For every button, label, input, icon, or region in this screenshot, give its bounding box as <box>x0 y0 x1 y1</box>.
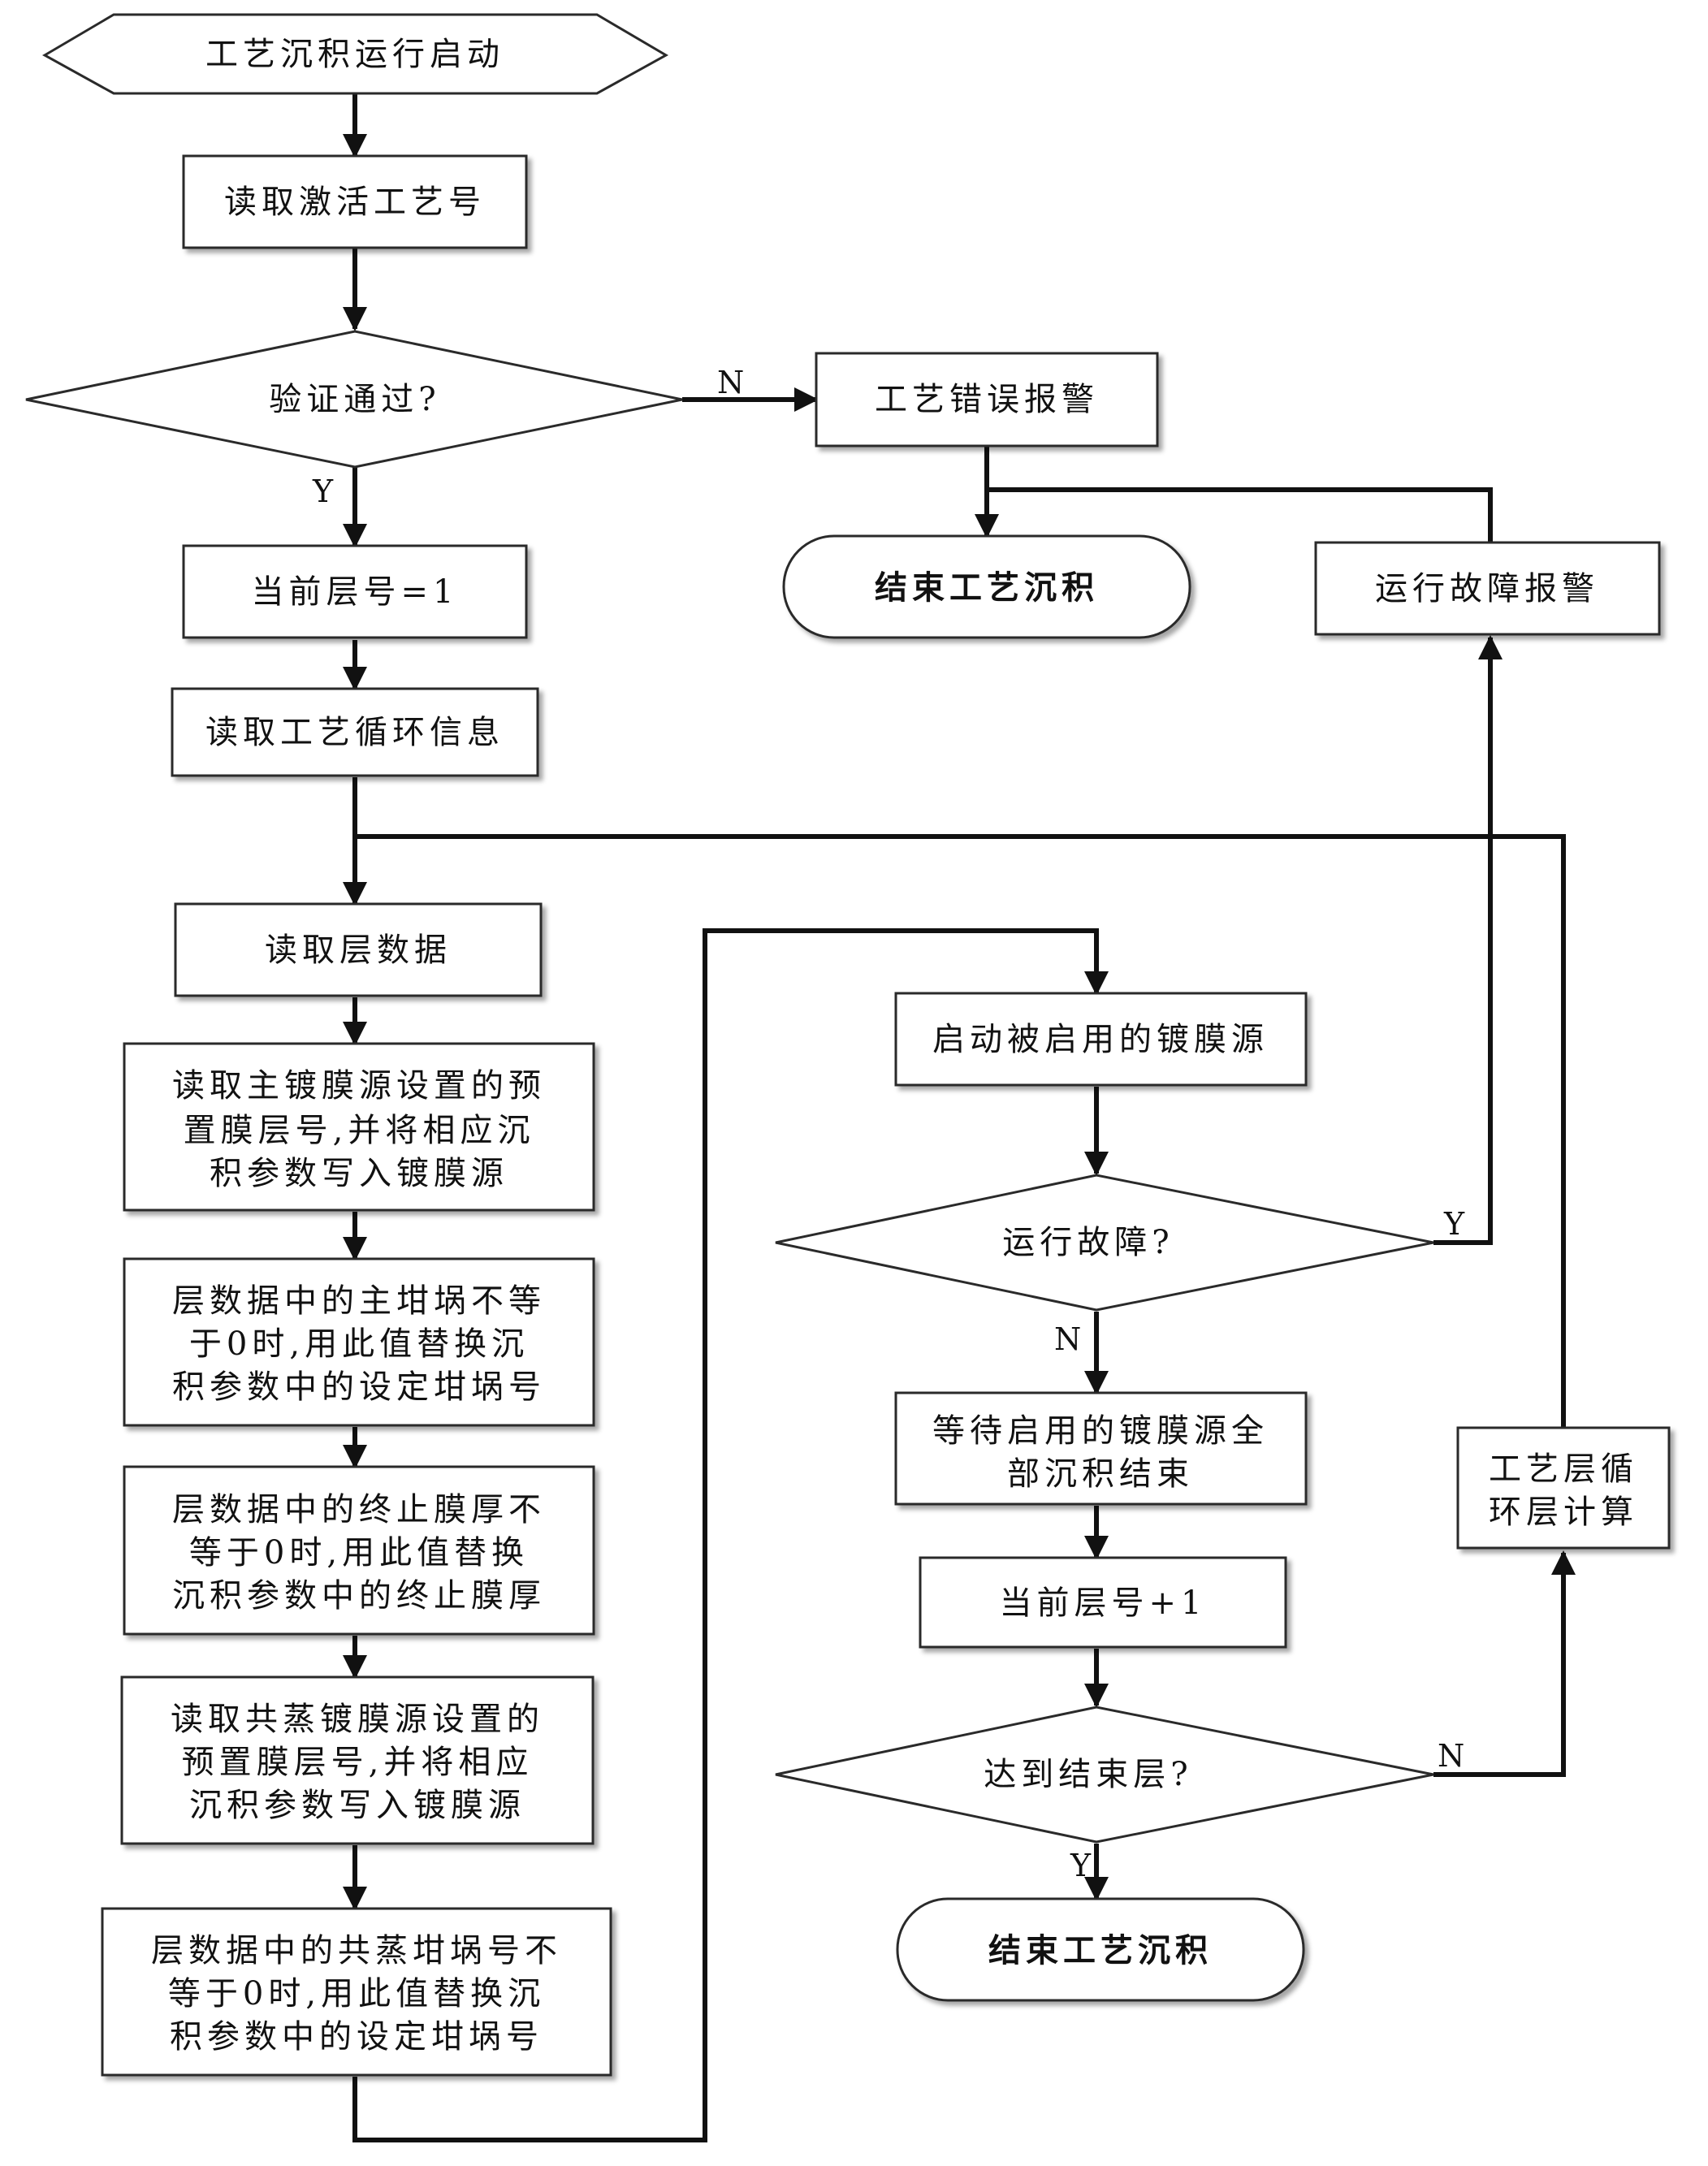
main-crucible-line-3: 积参数中的设定坩埚号 <box>172 1368 546 1406</box>
cycle-calc-line-2: 环层计算 <box>1489 1494 1638 1531</box>
stop-thickness-line-1: 层数据中的终止膜厚不 <box>172 1491 546 1528</box>
wait-done-line-2: 部沉积结束 <box>1007 1455 1194 1493</box>
connector-reach-end-no-to-cycle-calc <box>1433 1550 1576 1777</box>
stop-thickness-line-2: 等于0时,用此值替换 <box>189 1534 529 1572</box>
end-no-label: N <box>1438 1738 1464 1774</box>
node-read-layer: 读取层数据 <box>174 902 543 997</box>
coevap-crucible-line-3: 积参数中的设定坩埚号 <box>170 2018 543 2056</box>
node-error-alarm: 工艺错误报警 <box>815 352 1159 447</box>
reach-end-label: 达到结束层? <box>984 1756 1192 1793</box>
node-stop-thickness: 层数据中的终止膜厚不 等于0时,用此值替换 沉积参数中的终止膜厚 <box>123 1465 595 1636</box>
edge-labels: N Y Y N N Y <box>312 365 1465 1883</box>
node-read-cycle: 读取工艺循环信息 <box>171 687 539 777</box>
connector-coevap-crucible-to-start-sources <box>352 928 1109 2142</box>
run-fault-label: 运行故障? <box>1002 1224 1174 1261</box>
main-source-line-2: 置膜层号,并将相应沉 <box>184 1112 535 1149</box>
connector-run-fault-yes-to-fault-alarm <box>1433 635 1503 1245</box>
node-fault-alarm: 运行故障报警 <box>1314 541 1661 636</box>
coevap-source-line-3: 沉积参数写入镀膜源 <box>189 1787 525 1824</box>
verify-label: 验证通过? <box>269 381 440 418</box>
node-wait-done: 等待启用的镀膜源全 部沉积结束 <box>894 1391 1308 1506</box>
layer-init-label: 当前层号=1 <box>252 573 459 611</box>
start-label: 工艺沉积运行启动 <box>205 36 504 73</box>
start-sources-label: 启动被启用的镀膜源 <box>932 1021 1269 1058</box>
node-verify: 验证通过? <box>25 330 683 469</box>
end-bottom-label: 结束工艺沉积 <box>988 1931 1213 1969</box>
connectors <box>343 93 1576 2142</box>
stop-thickness-line-3: 沉积参数中的终止膜厚 <box>172 1577 546 1615</box>
verify-yes-label: Y <box>312 473 334 509</box>
cycle-calc-line-1: 工艺层循 <box>1489 1450 1638 1488</box>
coevap-crucible-line-2: 等于0时,用此值替换沉 <box>168 1975 545 2013</box>
node-start: 工艺沉积运行启动 <box>41 13 669 95</box>
fault-no-label: N <box>1054 1321 1081 1357</box>
main-crucible-line-1: 层数据中的主坩埚不等 <box>172 1282 546 1320</box>
node-end-bottom: 结束工艺沉积 <box>896 1897 1305 2002</box>
node-read-active: 读取激活工艺号 <box>182 154 528 249</box>
main-source-line-3: 积参数写入镀膜源 <box>210 1155 508 1192</box>
node-layer-init: 当前层号=1 <box>182 544 528 639</box>
fault-yes-label: Y <box>1443 1206 1465 1242</box>
end-top-label: 结束工艺沉积 <box>875 569 1099 607</box>
read-active-label: 读取激活工艺号 <box>224 184 486 221</box>
end-yes-label: Y <box>1070 1848 1092 1883</box>
coevap-source-line-2: 预置膜层号,并将相应 <box>182 1744 534 1781</box>
node-cycle-calc: 工艺层循 环层计算 <box>1456 1426 1671 1550</box>
node-coevap-crucible: 层数据中的共蒸坩埚号不 等于0时,用此值替换沉 积参数中的设定坩埚号 <box>101 1907 612 2077</box>
node-start-sources: 启动被启用的镀膜源 <box>894 992 1308 1087</box>
node-layer-inc: 当前层号+1 <box>919 1556 1287 1649</box>
coevap-source-line-1: 读取共蒸镀膜源设置的 <box>171 1701 544 1738</box>
layer-inc-label: 当前层号+1 <box>1000 1585 1207 1622</box>
connector-cycle-calc-loop-back <box>355 834 1566 1428</box>
node-coevap-source: 读取共蒸镀膜源设置的 预置膜层号,并将相应 沉积参数写入镀膜源 <box>120 1675 595 1845</box>
error-alarm-label: 工艺错误报警 <box>875 381 1099 418</box>
read-cycle-label: 读取工艺循环信息 <box>205 714 504 751</box>
wait-done-line-1: 等待启用的镀膜源全 <box>932 1412 1269 1450</box>
node-main-source: 读取主镀膜源设置的预 置膜层号,并将相应沉 积参数写入镀膜源 <box>123 1042 595 1212</box>
node-run-fault: 运行故障? <box>775 1174 1434 1312</box>
read-layer-label: 读取层数据 <box>265 932 452 969</box>
verify-no-label: N <box>717 365 744 400</box>
main-source-line-1: 读取主镀膜源设置的预 <box>172 1067 546 1105</box>
node-main-crucible: 层数据中的主坩埚不等 于0时,用此值替换沉 积参数中的设定坩埚号 <box>123 1257 595 1427</box>
connector-fault-alarm-to-end-top <box>987 487 1493 543</box>
fault-alarm-label: 运行故障报警 <box>1375 570 1599 607</box>
coevap-crucible-line-1: 层数据中的共蒸坩埚号不 <box>151 1932 562 1969</box>
node-reach-end: 达到结束层? <box>775 1706 1434 1844</box>
node-end-top: 结束工艺沉积 <box>782 534 1191 639</box>
main-crucible-line-2: 于0时,用此值替换沉 <box>189 1325 529 1363</box>
